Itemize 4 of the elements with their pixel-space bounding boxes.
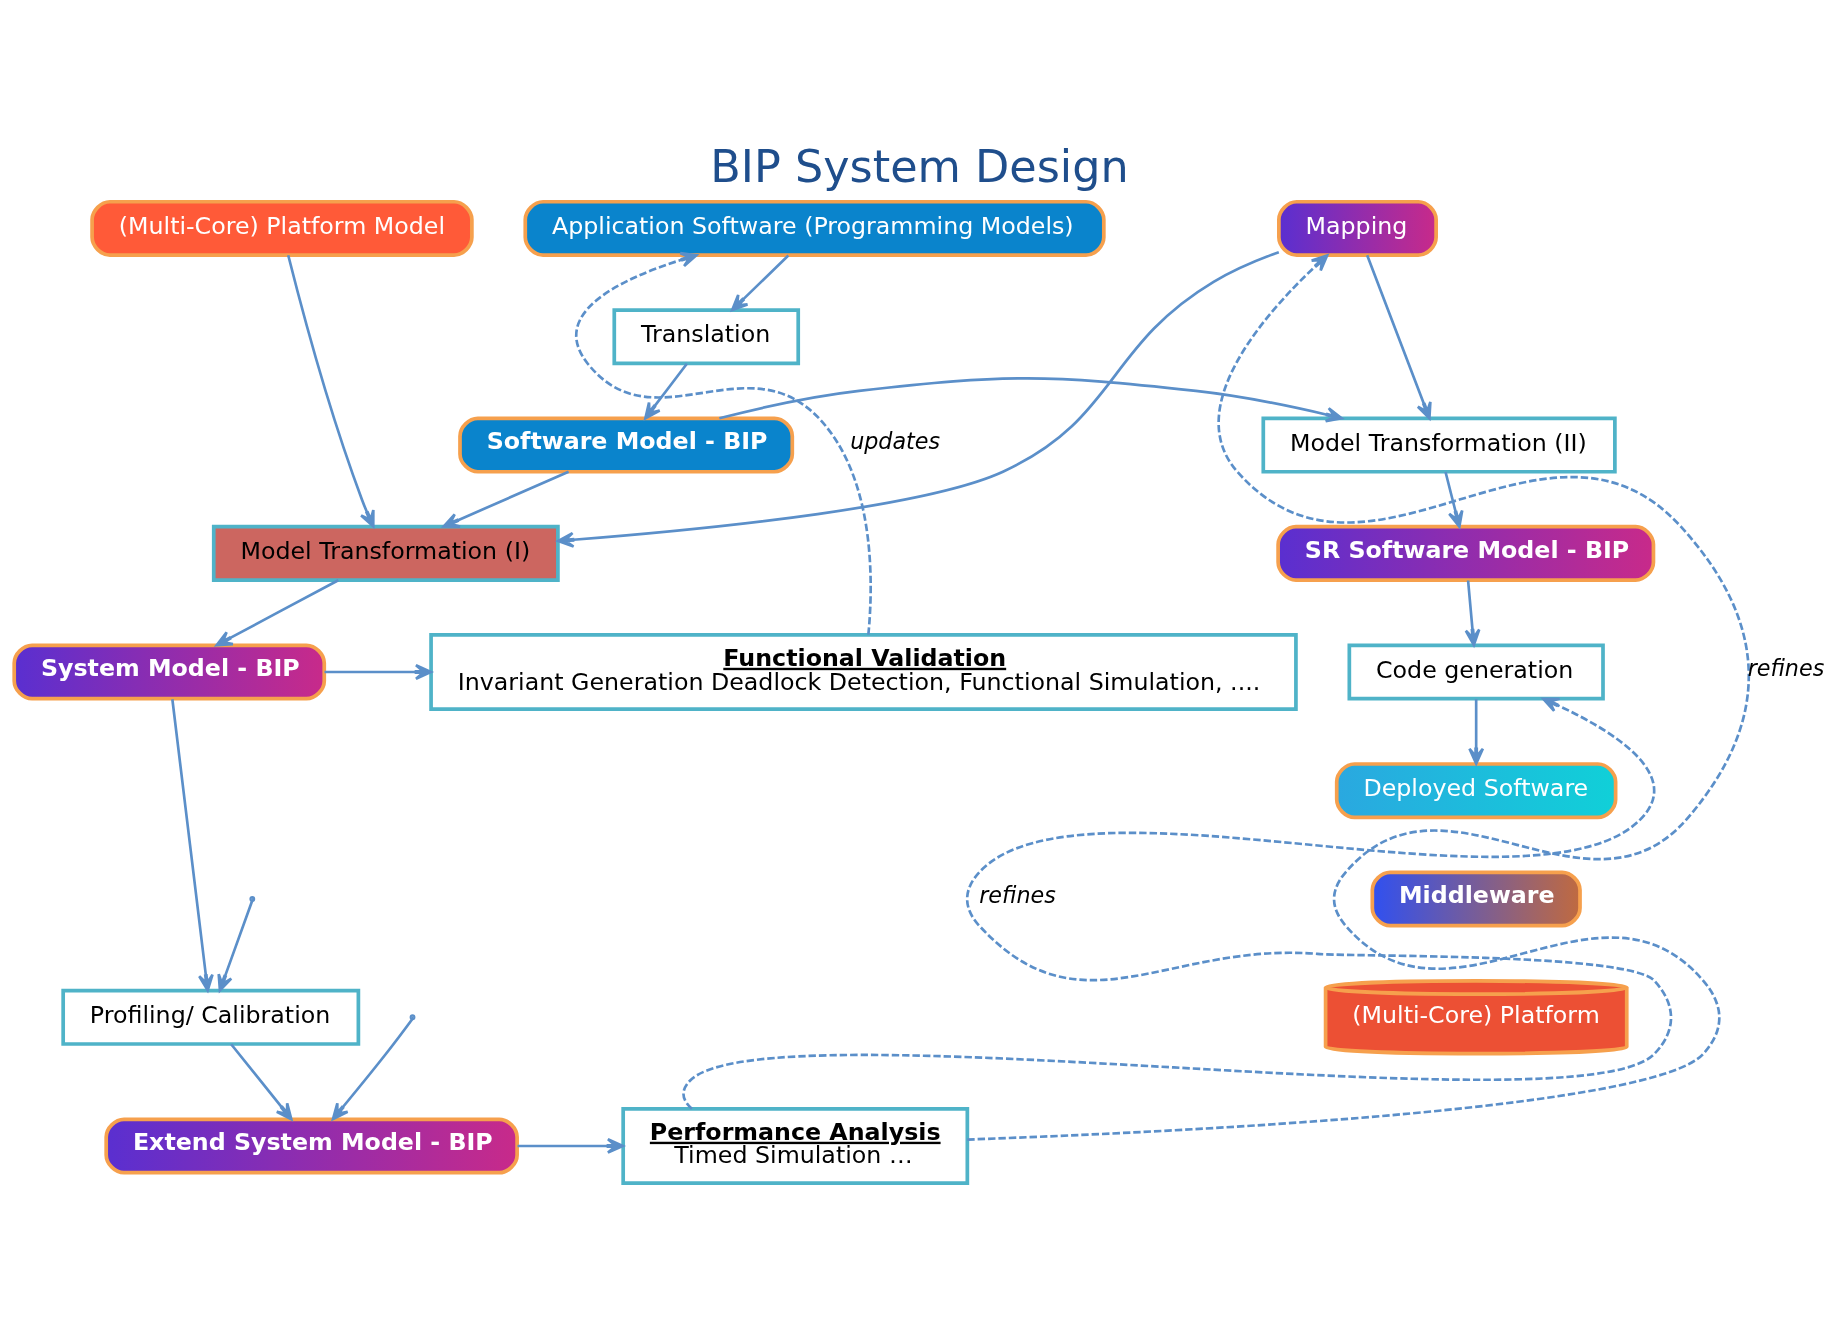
edge-label: updates bbox=[850, 427, 941, 454]
edge-label: refines bbox=[1747, 654, 1825, 681]
edge-label: refines bbox=[979, 881, 1056, 908]
diagram-title: BIP System Design bbox=[710, 140, 1129, 192]
